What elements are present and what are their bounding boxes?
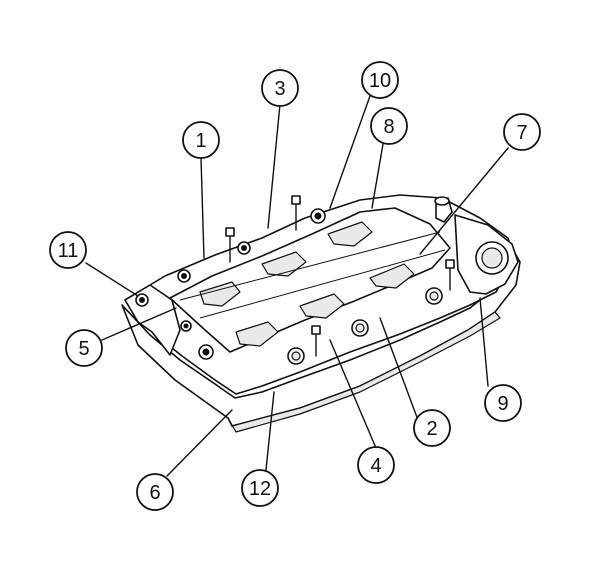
leader-lines bbox=[85, 95, 509, 477]
callout-5-label: 5 bbox=[78, 338, 89, 360]
callout-1-label: 1 bbox=[195, 130, 206, 152]
callout-6-label: 6 bbox=[149, 482, 160, 504]
port-front-3 bbox=[369, 263, 415, 289]
callout-10: 10 bbox=[361, 61, 399, 99]
upper-deck bbox=[169, 207, 451, 353]
callout-11: 11 bbox=[49, 231, 87, 269]
deck-center-rail-2 bbox=[199, 249, 446, 319]
callout-7: 7 bbox=[503, 113, 541, 151]
callout-4: 4 bbox=[357, 446, 395, 484]
port-front-1 bbox=[235, 321, 279, 347]
callout-2-label: 2 bbox=[426, 418, 437, 440]
bolt-bosses bbox=[135, 208, 443, 365]
runner-ports bbox=[169, 207, 451, 353]
callout-3: 3 bbox=[261, 69, 299, 107]
callout-12: 12 bbox=[241, 469, 279, 507]
deck-center-rail bbox=[179, 231, 441, 301]
callout-12-label: 12 bbox=[249, 478, 271, 500]
callout-11-label: 11 bbox=[58, 240, 79, 262]
callout-9-label: 9 bbox=[497, 393, 508, 415]
callout-4-label: 4 bbox=[370, 455, 381, 477]
port-front-2 bbox=[299, 293, 345, 319]
callout-1: 1 bbox=[182, 121, 220, 159]
coolant-outlet-bore bbox=[481, 247, 503, 269]
callout-3-label: 3 bbox=[274, 78, 285, 100]
callout-10-label: 10 bbox=[369, 70, 391, 92]
callout-8-label: 8 bbox=[383, 116, 394, 138]
manifold-underside bbox=[227, 311, 501, 433]
callout-7-label: 7 bbox=[516, 122, 527, 144]
port-rear-1 bbox=[199, 281, 241, 307]
sensor-boss-top bbox=[434, 196, 450, 206]
callout-5: 5 bbox=[65, 329, 103, 367]
port-rear-3 bbox=[327, 221, 373, 247]
callout-8: 8 bbox=[370, 107, 408, 145]
callout-9: 9 bbox=[484, 384, 522, 422]
callout-2: 2 bbox=[413, 409, 451, 447]
callout-6: 6 bbox=[136, 473, 174, 511]
studs bbox=[225, 195, 455, 357]
